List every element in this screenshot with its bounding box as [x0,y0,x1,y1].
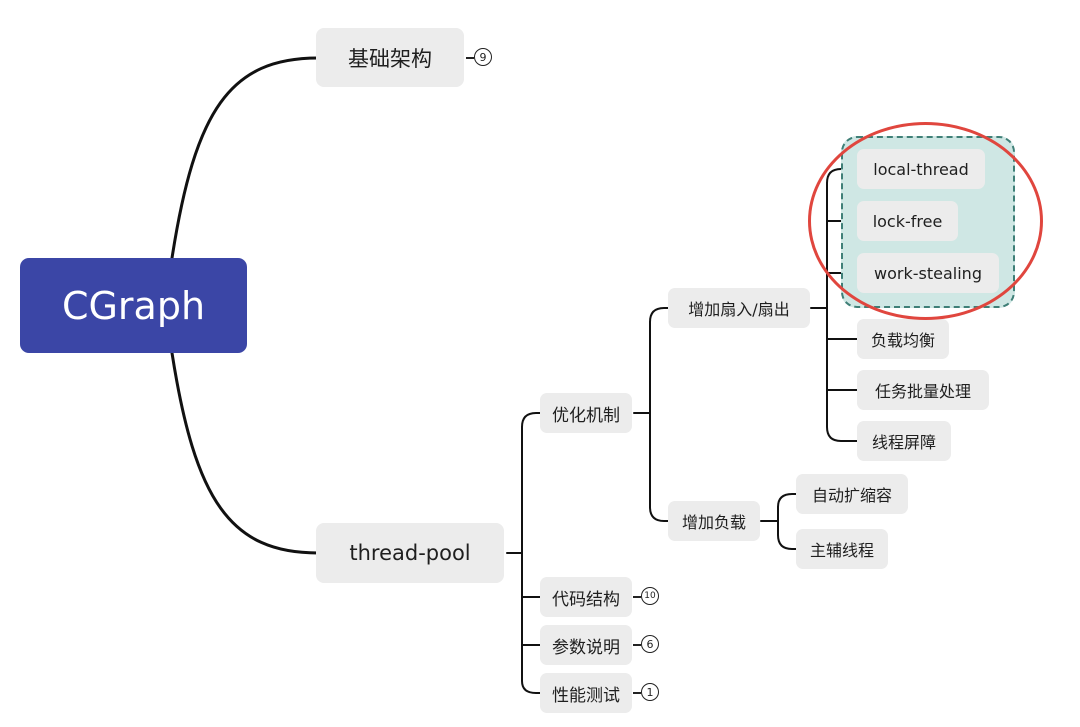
root-label: CGraph [61,283,206,328]
badge-connector [633,692,641,694]
node-increase-load[interactable]: 增加负载 [668,501,760,541]
collapsed-count-badge[interactable]: 1 [641,683,659,701]
node-main-aux-thread[interactable]: 主辅线程 [796,529,888,569]
node-basic-architecture[interactable]: 基础架构 [316,28,464,87]
node-thread-pool[interactable]: thread-pool [316,523,504,583]
collapsed-count-badge[interactable]: 9 [474,48,492,66]
node-performance[interactable]: 性能测试 [540,673,632,713]
node-params[interactable]: 参数说明 [540,625,632,665]
badge-connector [633,644,641,646]
node-load-balance[interactable]: 负载均衡 [857,319,949,359]
node-thread-pool-label: thread-pool [349,541,471,565]
node-code-structure[interactable]: 代码结构 [540,577,632,617]
node-batch-task[interactable]: 任务批量处理 [857,370,989,410]
node-auto-scale[interactable]: 自动扩缩容 [796,474,908,514]
red-highlight-circle [808,122,1043,320]
link-root-basic [170,56,320,260]
node-fan-in-out[interactable]: 增加扇入/扇出 [668,288,810,328]
root-node[interactable]: CGraph [20,258,247,353]
badge-connector [633,596,641,598]
link-root-threadpool [170,351,320,555]
collapsed-count-badge[interactable]: 6 [641,635,659,653]
node-optimize[interactable]: 优化机制 [540,393,632,433]
collapsed-count-badge[interactable]: 10 [641,587,659,605]
node-thread-barrier[interactable]: 线程屏障 [857,421,951,461]
node-basic-architecture-label: 基础架构 [348,46,432,71]
badge-connector [466,57,474,59]
